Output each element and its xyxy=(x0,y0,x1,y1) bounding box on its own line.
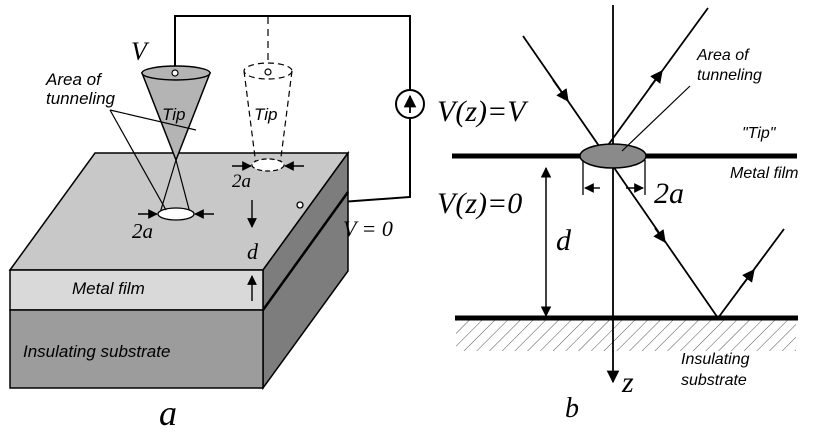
ghost-tip xyxy=(243,17,293,172)
two-a-label: 2a xyxy=(654,177,684,210)
panel-a-label: a xyxy=(159,393,177,433)
current-source-icon xyxy=(395,89,425,119)
substrate-label: Insulating substrate xyxy=(23,342,170,361)
substrate-front xyxy=(9,309,264,389)
panel-b: V(z)=V V(z)=0 Area of tunneling "Tip" Me… xyxy=(437,5,798,424)
incident-ray xyxy=(522,35,719,319)
d-label: d xyxy=(247,239,259,264)
tunneling-spot xyxy=(157,207,195,221)
two-a-label-2: 2a xyxy=(232,171,251,192)
area-leader-left xyxy=(109,109,167,211)
incident-arrow xyxy=(552,79,569,103)
film-label: Metal film xyxy=(72,279,145,298)
two-a-label-1: 2a xyxy=(132,219,153,243)
film-label: Metal film xyxy=(730,165,798,182)
side-film-boundary xyxy=(261,191,350,311)
area-label-line1: Area of xyxy=(696,47,750,64)
substrate-hatch xyxy=(456,319,796,351)
tip-label: Tip xyxy=(162,105,185,124)
reflected-arrow-bottom xyxy=(739,269,755,289)
area-leader-right xyxy=(109,109,197,131)
d-label: d xyxy=(556,224,572,257)
ghost-tip-label: Tip xyxy=(254,105,277,124)
z-label: z xyxy=(621,366,634,399)
transmitted-arrow xyxy=(653,227,666,244)
substrate-label-line2: substrate xyxy=(681,372,747,389)
potential-top: V(z)=V xyxy=(437,95,529,128)
substrate-label-line1: Insulating xyxy=(681,351,750,368)
area-label-line2: tunneling xyxy=(46,89,116,108)
cone-line-right xyxy=(175,159,191,214)
panel-a: V Area of tunneling Tip Tip 2a 2a d V = … xyxy=(8,15,425,433)
panel-b-label: b xyxy=(565,393,579,424)
tip-contact-dot xyxy=(171,69,179,77)
reflected-arrow-top xyxy=(649,69,663,88)
voltage-label: V xyxy=(131,37,150,66)
potential-bottom: V(z)=0 xyxy=(437,187,522,220)
area-label-line2: tunneling xyxy=(697,67,762,84)
tunneling-area xyxy=(579,143,647,169)
ground-label: V = 0 xyxy=(343,216,393,241)
area-leader xyxy=(621,85,691,152)
circuit-wire xyxy=(174,15,411,206)
area-label-line1: Area of xyxy=(45,70,103,89)
ground-contact-dot xyxy=(296,201,304,209)
tip-quote-label: "Tip" xyxy=(742,125,777,142)
